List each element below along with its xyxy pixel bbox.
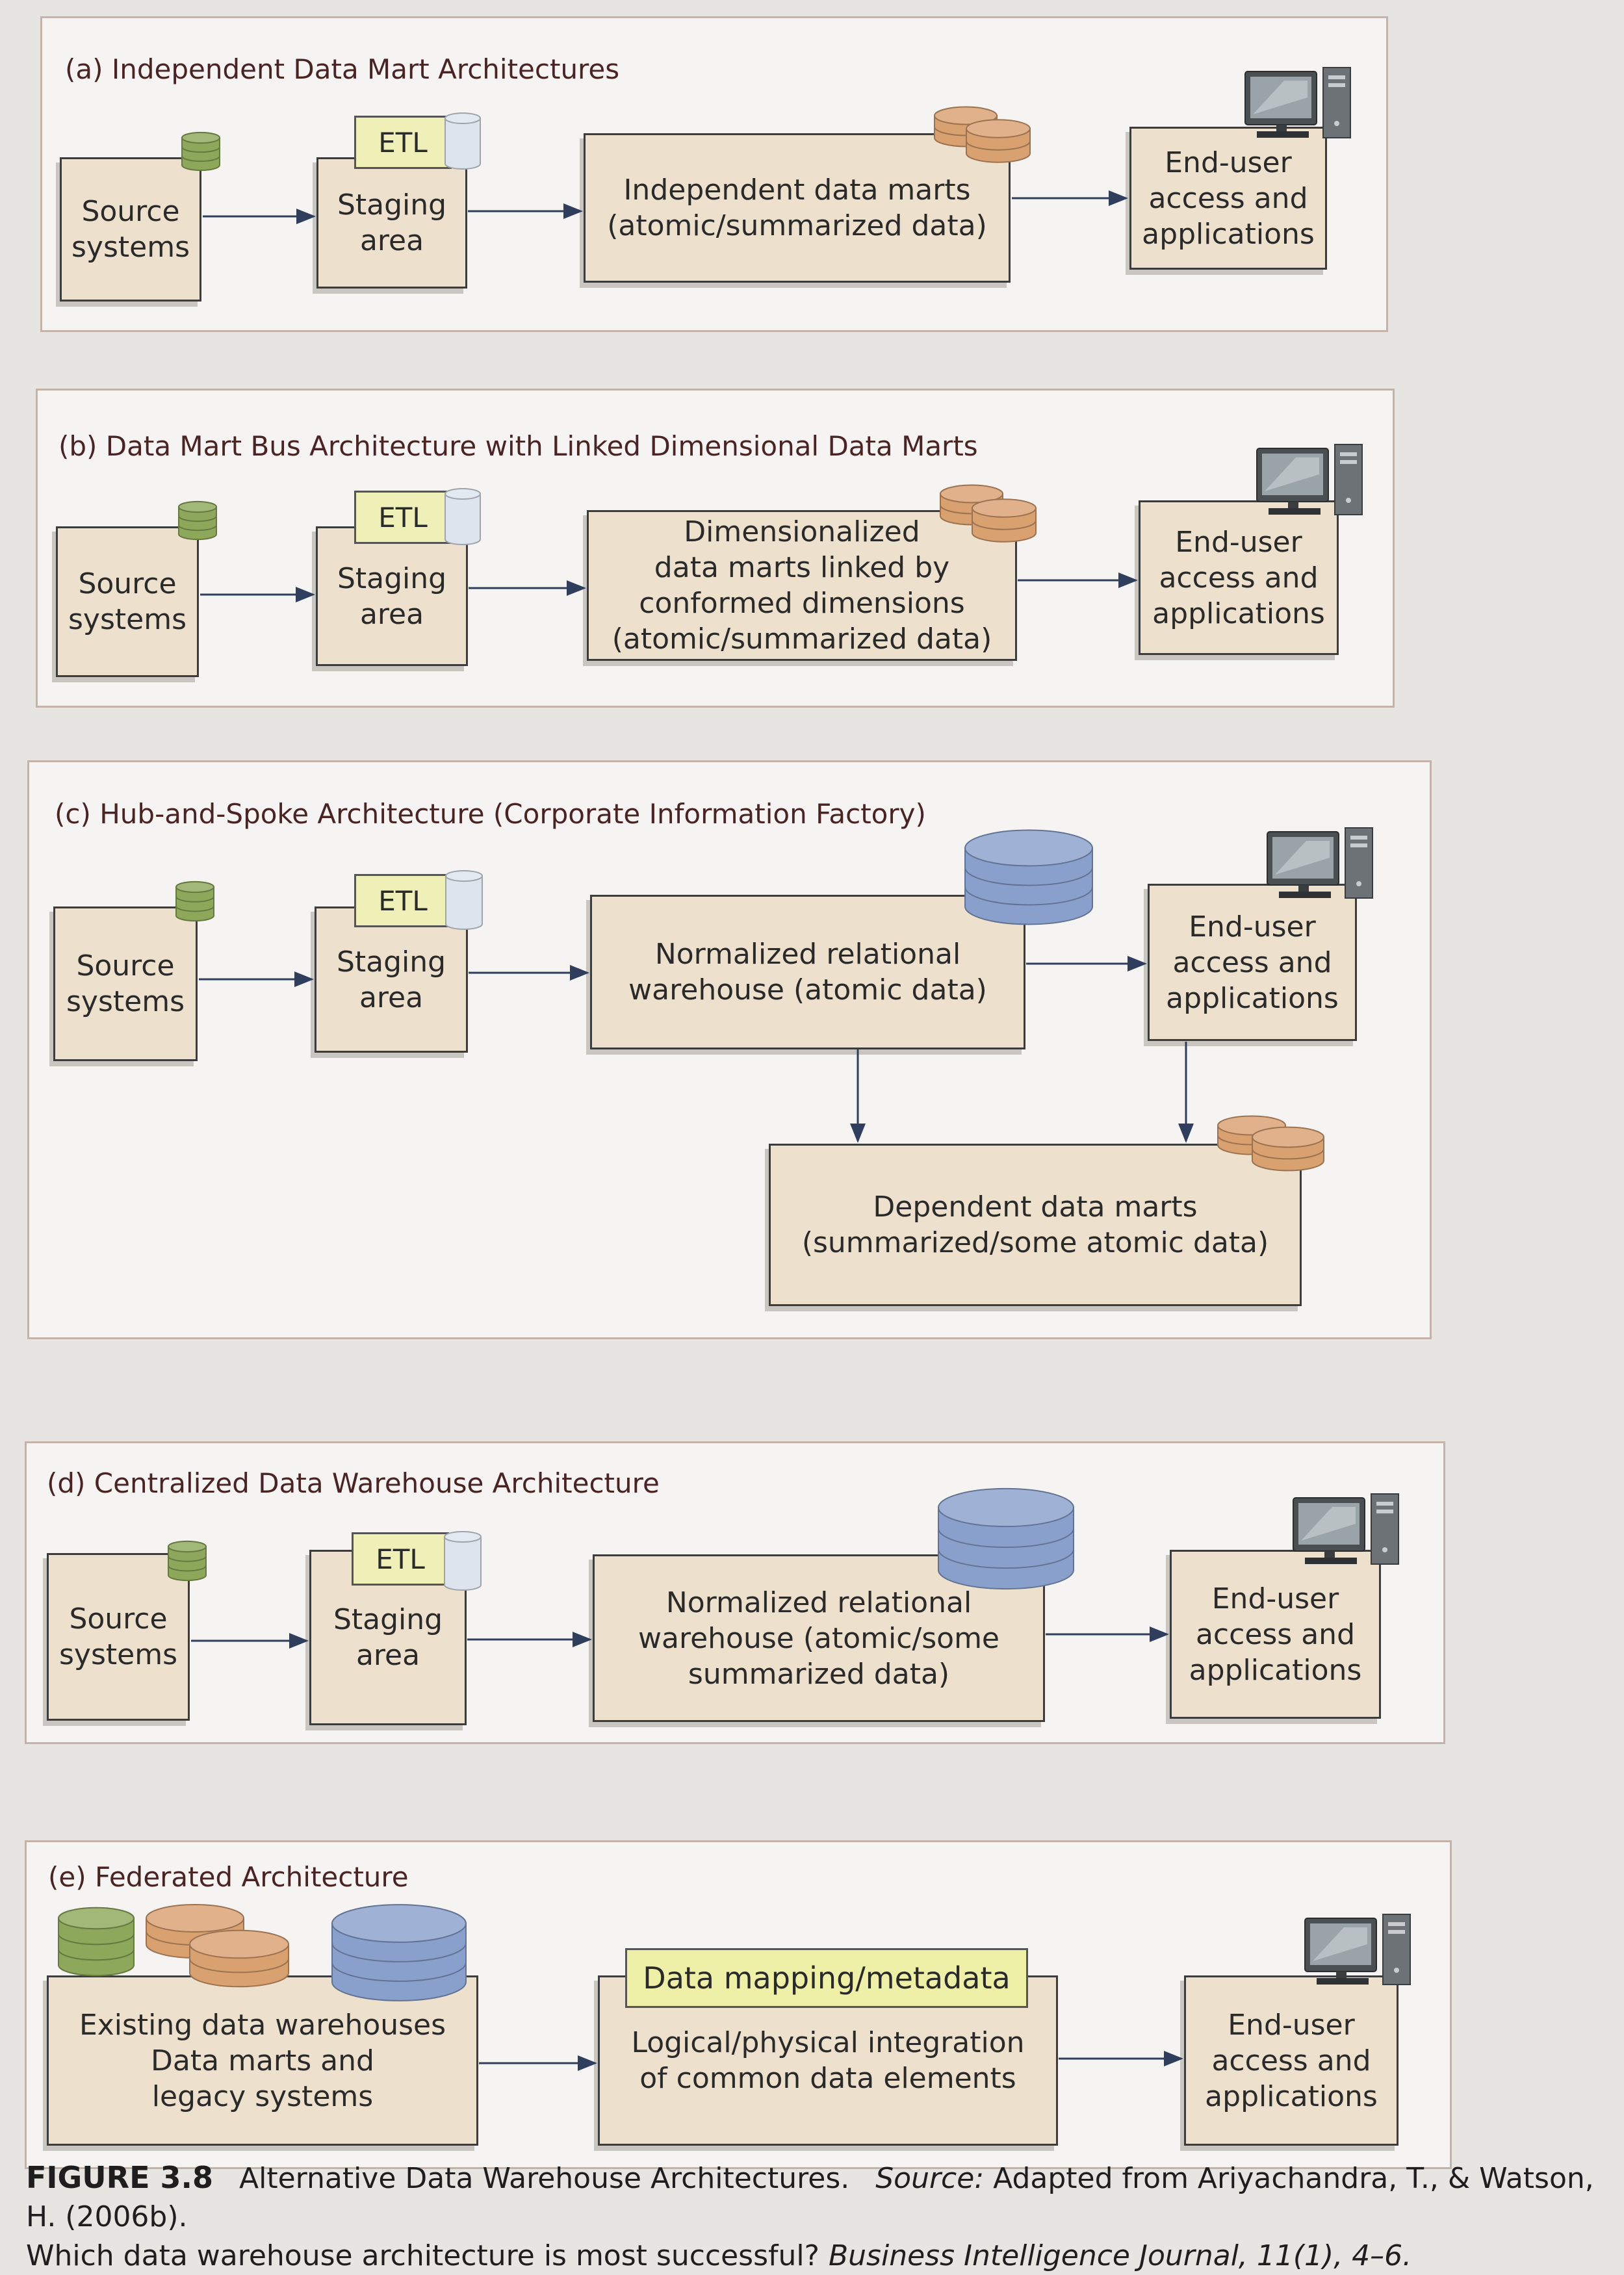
normalized-warehouse-box: Normalized relational warehouse (atomic/… bbox=[593, 1554, 1045, 1722]
etl-label: ETL bbox=[354, 491, 452, 544]
source-label: Source: bbox=[875, 2162, 985, 2195]
end-user-box: End-user access and applications bbox=[1129, 127, 1327, 270]
staging-area-box: Staging area bbox=[316, 157, 467, 289]
figure-number: FIGURE 3.8 bbox=[26, 2160, 213, 2195]
figure-title: Alternative Data Warehouse Architectures… bbox=[239, 2162, 850, 2195]
source-systems-box: Source systems bbox=[53, 906, 198, 1061]
etl-label: ETL bbox=[354, 874, 452, 927]
source-systems-box: Source systems bbox=[60, 157, 201, 302]
end-user-box: End-user access and applications bbox=[1170, 1550, 1381, 1719]
end-user-box: End-user access and applications bbox=[1184, 1975, 1398, 2146]
journal-citation: Business Intelligence Journal, 11(1), 4–… bbox=[828, 2239, 1412, 2272]
source-systems-box: Source systems bbox=[47, 1553, 190, 1721]
figure-caption: FIGURE 3.8 Alternative Data Warehouse Arc… bbox=[26, 2157, 1599, 2275]
etl-label: ETL bbox=[352, 1532, 449, 1586]
panel-a-title: (a) Independent Data Mart Architectures bbox=[65, 53, 620, 85]
independent-data-marts-box: Independent data marts (atomic/summarize… bbox=[584, 133, 1011, 283]
source-line-2: Which data warehouse architecture is mos… bbox=[26, 2239, 819, 2272]
data-mapping-metadata-label: Data mapping/metadata bbox=[625, 1948, 1028, 2008]
normalized-warehouse-box: Normalized relational warehouse (atomic … bbox=[590, 895, 1025, 1049]
panel-e-title: (e) Federated Architecture bbox=[48, 1861, 409, 1893]
panel-c-title: (c) Hub-and-Spoke Architecture (Corporat… bbox=[55, 798, 926, 830]
staging-area-box: Staging area bbox=[316, 526, 468, 666]
dimensionalized-data-marts-box: Dimensionalized data marts linked by con… bbox=[587, 510, 1017, 661]
etl-label: ETL bbox=[354, 116, 452, 169]
end-user-box: End-user access and applications bbox=[1139, 500, 1339, 655]
staging-area-box: Staging area bbox=[315, 906, 468, 1053]
existing-data-warehouses-box: Existing data warehouses Data marts and … bbox=[47, 1975, 478, 2146]
dependent-data-marts-box: Dependent data marts (summarized/some at… bbox=[769, 1144, 1302, 1306]
source-systems-box: Source systems bbox=[56, 526, 199, 677]
panel-d-title: (d) Centralized Data Warehouse Architect… bbox=[47, 1467, 660, 1499]
end-user-box: End-user access and applications bbox=[1148, 884, 1357, 1041]
source-text: Adapted from Ariyachandra, T., & Watson,… bbox=[26, 2162, 1594, 2234]
panel-b-title: (b) Data Mart Bus Architecture with Link… bbox=[58, 430, 978, 462]
